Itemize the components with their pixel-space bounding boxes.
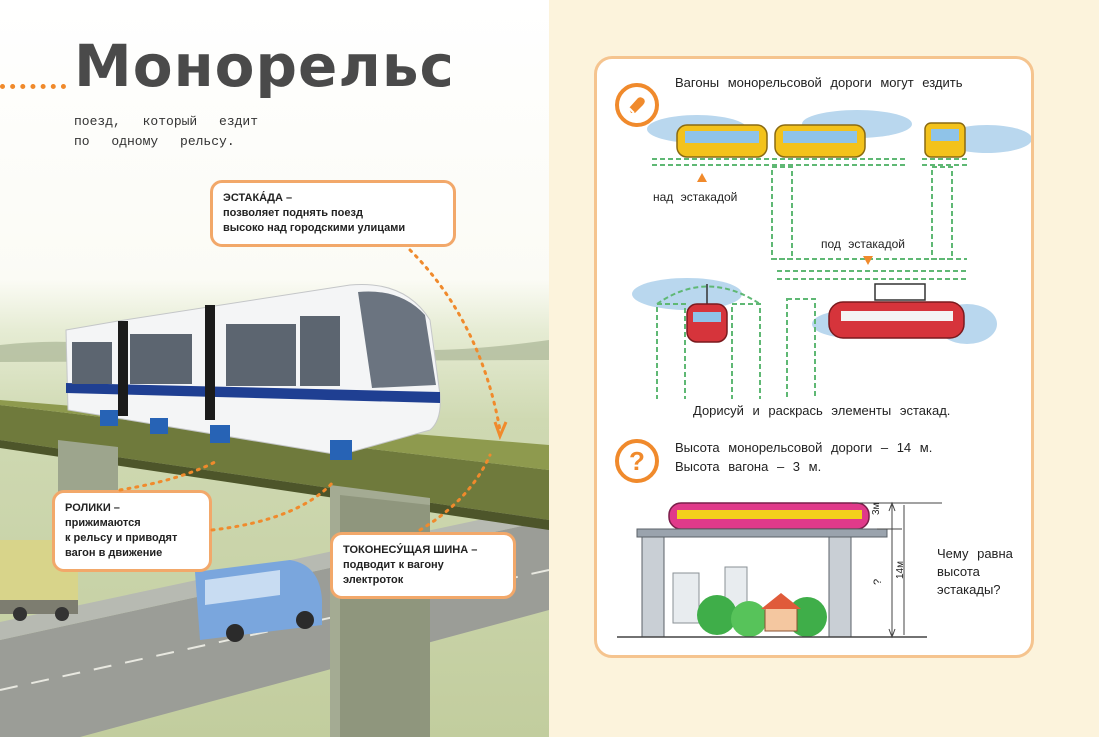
label-over-estakada: над эстакадой xyxy=(653,190,738,204)
task2-question-line-1: Чему равна xyxy=(937,546,1013,561)
task1-instruction: Дорисуй и раскрась элементы эстакад. xyxy=(693,403,951,418)
label-under-estakada: под эстакадой xyxy=(821,237,905,251)
subtitle-line-2: по одному рельсу. xyxy=(74,134,235,149)
task2-question: Чему равна высота эстакады? xyxy=(937,545,1013,599)
callout-estakada: ЭСТАКА́ДА – позволяет поднять поезд высо… xyxy=(210,180,456,247)
question-icon: ? xyxy=(629,445,645,476)
callout-roliki: РОЛИКИ – прижимаются к рельсу и приводят… xyxy=(52,490,212,572)
eraser-icon xyxy=(628,97,645,114)
subtitle-line-1: поезд, который ездит xyxy=(74,114,259,129)
under-marker xyxy=(863,256,873,265)
task1-badge xyxy=(615,83,659,127)
callout-estakada-line-2: высоко над городскими улицами xyxy=(223,222,406,234)
subtitle: поезд, который ездит по одному рельсу. xyxy=(74,112,258,152)
callout-shina: ТОКОНЕСУ́ЩАЯ ШИНА – подводит к вагону эл… xyxy=(330,532,516,599)
callout-roliki-line-1: прижимаются xyxy=(65,517,141,529)
left-page: Монорельс поезд, который ездит по одному… xyxy=(0,0,549,737)
callout-estakada-line-1: позволяет поднять поезд xyxy=(223,207,363,219)
task2-badge: ? xyxy=(615,439,659,483)
dim-top-label: 3м xyxy=(871,502,882,515)
callout-estakada-heading: ЭСТАКА́ДА – xyxy=(223,192,293,204)
monorail-photo xyxy=(0,283,549,737)
title-dots xyxy=(0,84,66,89)
task2-illustration xyxy=(617,501,942,639)
task2-line-2: Высота вагона – 3 м. xyxy=(675,459,822,474)
dim-total-label: 14м xyxy=(895,561,906,579)
callout-shina-line-2: электроток xyxy=(343,574,404,586)
callout-shina-line-1: подводит к вагону xyxy=(343,559,444,571)
task2-question-line-3: эстакады? xyxy=(937,582,1001,597)
callout-roliki-line-2: к рельсу и приводят xyxy=(65,532,178,544)
task1-text: Вагоны монорельсовой дороги могут ездить xyxy=(675,75,963,90)
over-marker xyxy=(697,173,707,182)
exercise-card: Вагоны монорельсовой дороги могут ездить xyxy=(594,56,1034,658)
page-title: Монорельс xyxy=(74,32,455,100)
callout-shina-heading: ТОКОНЕСУ́ЩАЯ ШИНА – xyxy=(343,544,478,556)
task2-line-1: Высота монорельсовой дороги – 14 м. xyxy=(675,440,933,455)
callout-roliki-line-3: вагон в движение xyxy=(65,547,163,559)
dim-unknown-label: ? xyxy=(872,578,884,585)
task1-illustration xyxy=(632,110,1031,399)
task2-question-line-2: высота xyxy=(937,564,980,579)
callout-roliki-heading: РОЛИКИ – xyxy=(65,502,120,514)
